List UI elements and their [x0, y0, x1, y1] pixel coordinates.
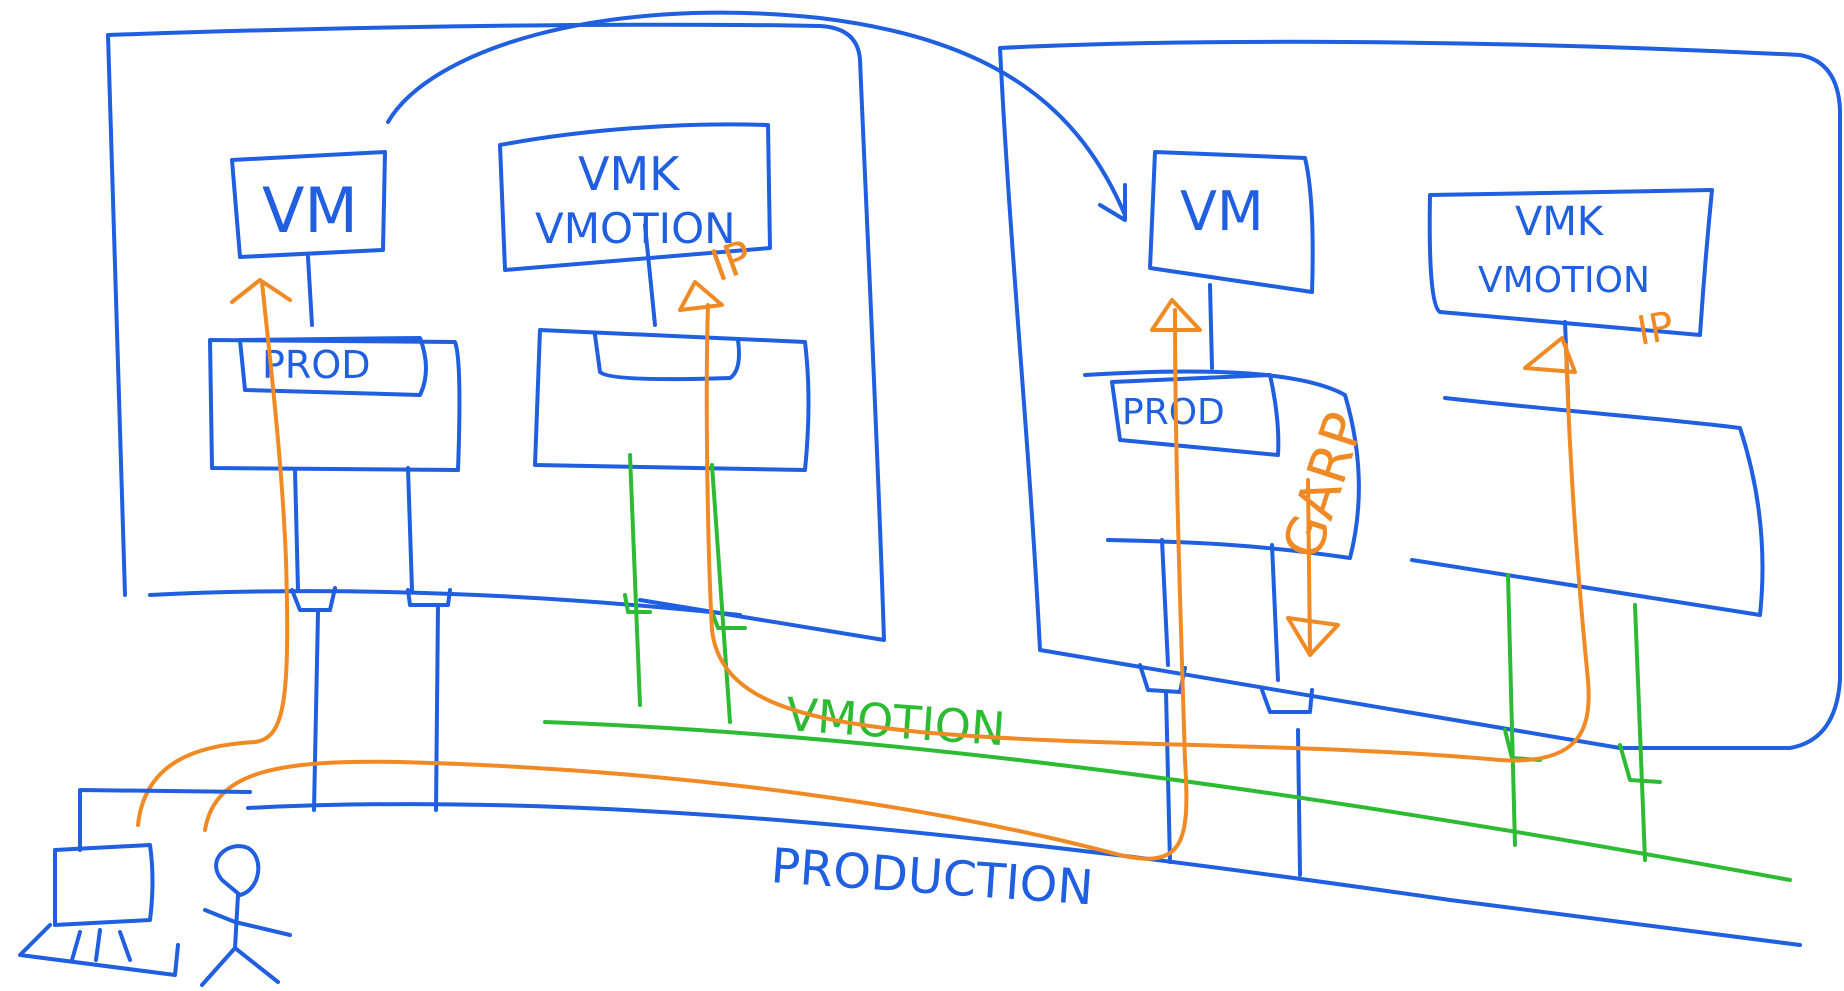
host-1-vmk-link [643, 223, 657, 327]
host-2-prod-label: PROD [1122, 392, 1225, 433]
host-2-ip-label: IP [1634, 303, 1677, 355]
vmotion-network-label: VMOTION [784, 687, 1007, 756]
host-1-vm-label: VM [262, 174, 358, 247]
host-2-prod-vswitch [1083, 369, 1361, 560]
production-network-label: PRODUCTION [769, 838, 1095, 916]
traffic-paths [136, 278, 1591, 861]
vmotion-network-line [543, 720, 1792, 882]
client-to-host1-vm-path [136, 278, 292, 827]
host-1-vmk-vswitch [533, 328, 811, 472]
host-2-vmk-label-2: VMOTION [1478, 260, 1650, 301]
host-1-vm-box [230, 150, 387, 259]
host-1-prod-vswitch [208, 338, 462, 472]
garp-arrow [1286, 478, 1340, 657]
networks: PRODUCTION VMOTION [246, 687, 1802, 947]
host-1-uplink-1 [290, 468, 337, 812]
host-2-vmk-box [1427, 188, 1714, 337]
host-2-uplink-2 [1260, 543, 1314, 877]
host-1-vmk-box [498, 122, 772, 272]
host-2-vm-label: VM [1180, 180, 1264, 243]
host-2-vmk-uplink-2 [1618, 603, 1662, 862]
vmotion-traffic-path [678, 280, 1591, 763]
host-1-prod-portgroup [238, 336, 428, 397]
host-1: VM VMK VMOTION IP PROD [106, 22, 886, 812]
host-1-vmk-label-1: VMK [578, 147, 681, 201]
client-to-host2-vm-path [203, 298, 1202, 861]
user-icon [200, 844, 292, 987]
client-user [200, 844, 292, 987]
host-2: VM VMK VMOTION IP PROD GARP [998, 39, 1842, 877]
host-2-vm-link [1208, 283, 1214, 370]
migration-arrow [386, 10, 1127, 222]
host-2-vm-box [1148, 150, 1315, 294]
host-2-vmk-uplink-1 [1503, 573, 1542, 847]
host-2-prod-portgroup [1110, 373, 1281, 457]
host-2-vmk-vswitch [1410, 396, 1765, 617]
host-1-vmk-label-2: VMOTION [535, 204, 736, 253]
host-1-prod-label: PROD [262, 343, 371, 387]
host-1-frame [106, 22, 886, 642]
laptop-icon [18, 843, 180, 977]
host-2-frame [998, 39, 1842, 750]
host-1-vmk-uplink-2 [710, 463, 747, 724]
host-2-vmk-label-1: VMK [1515, 199, 1605, 245]
host-1-vmk-portgroup [593, 333, 741, 382]
client-laptop [18, 788, 252, 977]
host-1-vm-link [306, 255, 314, 327]
host-1-vmk-uplink-1 [623, 453, 652, 707]
host-1-uplink-2 [406, 466, 452, 812]
production-network-line [246, 802, 1802, 947]
laptop-network-link [78, 788, 252, 852]
